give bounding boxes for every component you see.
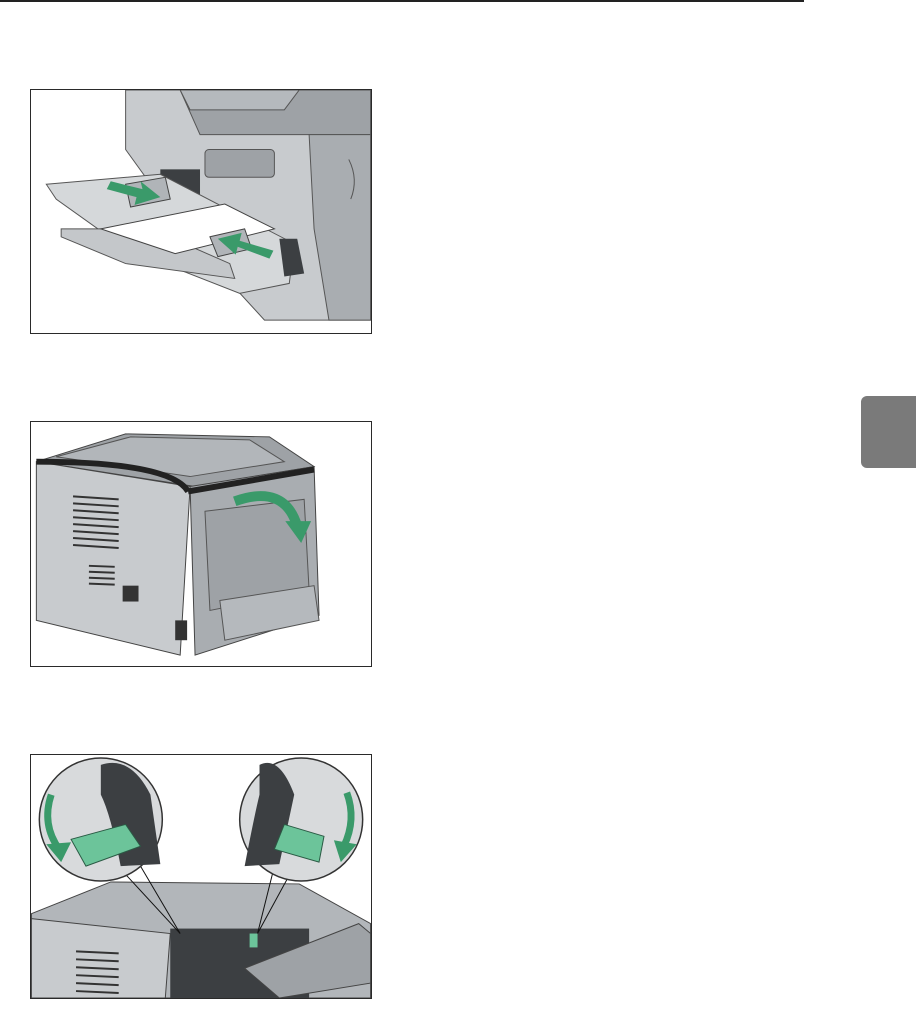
figure-bypass-tray [30,89,372,334]
printer-bypass-tray-paper-guides-illustration [31,90,371,333]
chapter-tab [861,396,916,468]
figure-fuser-levers [30,754,372,999]
header-rule [0,0,804,2]
figure-rear-cover [30,421,372,667]
printer-rear-cover-open-illustration [31,422,371,666]
fuser-levers-lower-illustration [31,755,371,998]
